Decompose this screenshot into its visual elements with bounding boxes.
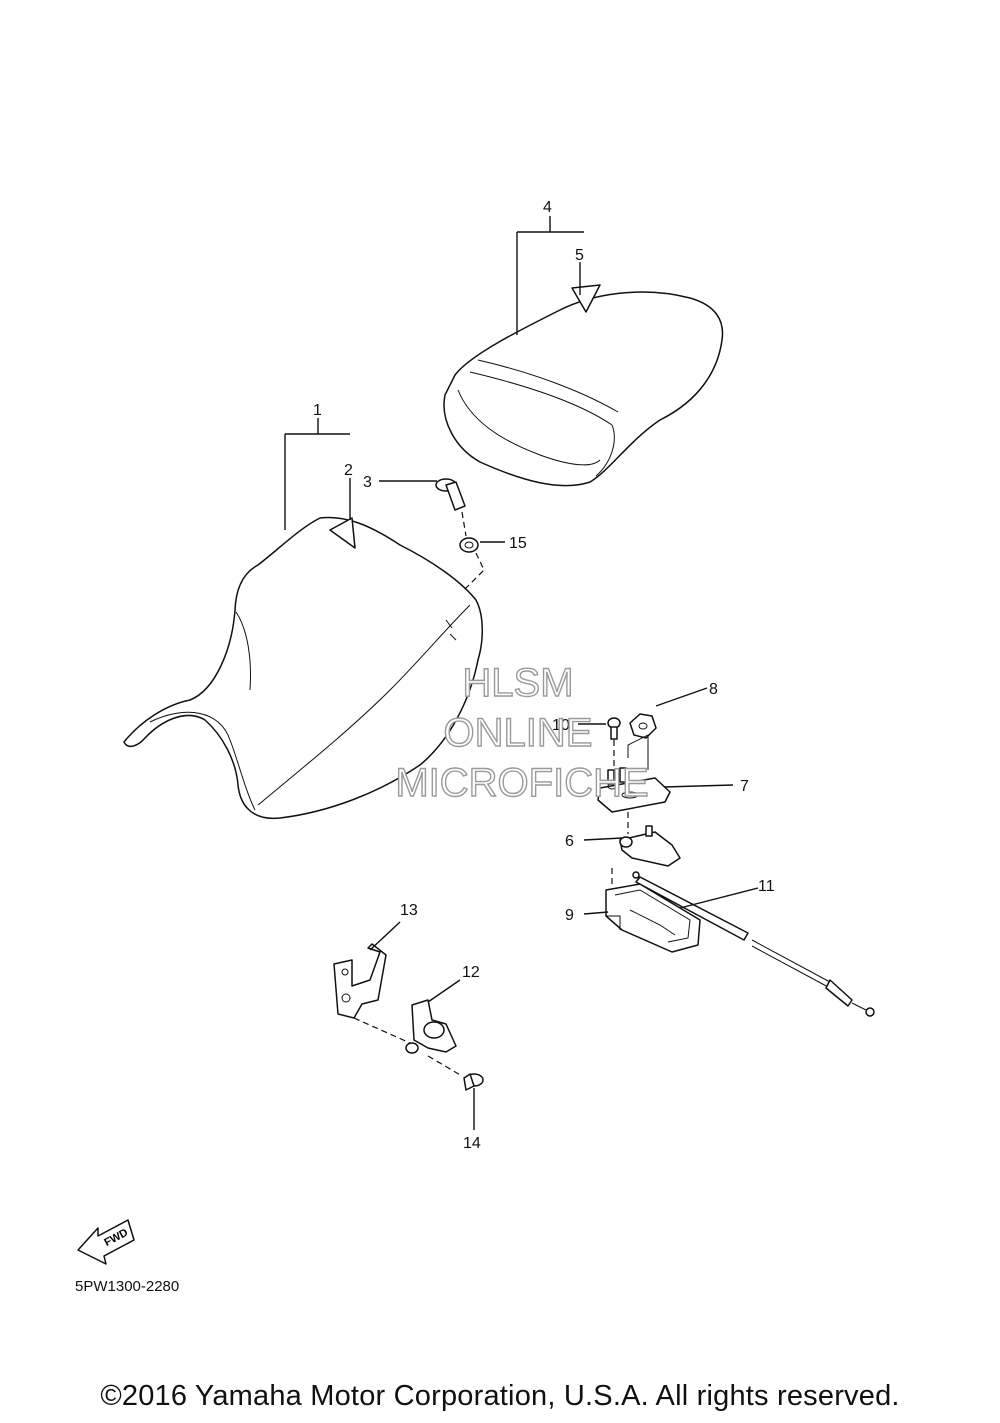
bracket-13 xyxy=(333,943,387,1019)
diagram-code: 5PW1300-2280 xyxy=(75,1278,180,1295)
label-12: 12 xyxy=(462,964,480,981)
fwd-arrow-icon: FWD xyxy=(77,1219,135,1265)
watermark: HLSM ONLINE MICROFICHE xyxy=(395,660,650,805)
lock-holder-9 xyxy=(605,883,701,953)
nut-8 xyxy=(629,713,657,739)
label-3: 3 xyxy=(363,474,372,491)
rear-seat xyxy=(443,284,724,487)
label-14: 14 xyxy=(463,1135,481,1152)
label-9: 9 xyxy=(565,907,574,924)
dash-3-15 xyxy=(461,511,467,537)
copyright-notice: ©2016 Yamaha Motor Corporation, U.S.A. A… xyxy=(100,1380,900,1412)
label-6: 6 xyxy=(565,833,574,850)
label-11: 11 xyxy=(758,878,775,895)
bolt-14 xyxy=(463,1073,484,1091)
bolt-3 xyxy=(435,478,466,511)
leader-lines xyxy=(284,216,759,1130)
label-4: 4 xyxy=(543,199,552,216)
seat-lock-cable-11 xyxy=(632,871,875,1017)
label-1: 1 xyxy=(313,402,322,419)
grommet-15 xyxy=(459,537,479,553)
dash-15-seat xyxy=(461,552,485,593)
screw-10 xyxy=(607,717,621,740)
seat-lock-6 xyxy=(619,825,681,867)
seat-lock-bracket-7 xyxy=(597,767,671,813)
label-7: 7 xyxy=(740,778,749,795)
lead-8 xyxy=(627,734,649,770)
watermark-line-2: ONLINE xyxy=(444,711,593,755)
part-labels: 4 5 1 2 3 15 8 10 7 6 11 9 13 12 14 xyxy=(313,199,775,1152)
label-15: 15 xyxy=(509,535,527,552)
dash-12-14 xyxy=(427,1055,463,1077)
label-10: 10 xyxy=(552,717,570,734)
helmet-holder-12 xyxy=(405,999,457,1054)
dash-13-12 xyxy=(353,1017,411,1044)
main-seat xyxy=(123,516,483,820)
label-5: 5 xyxy=(575,247,584,264)
watermark-line-1: HLSM xyxy=(462,661,573,705)
label-2: 2 xyxy=(344,462,353,479)
label-13: 13 xyxy=(400,902,418,919)
watermark-line-3: MICROFICHE xyxy=(395,761,648,805)
label-8: 8 xyxy=(709,681,718,698)
